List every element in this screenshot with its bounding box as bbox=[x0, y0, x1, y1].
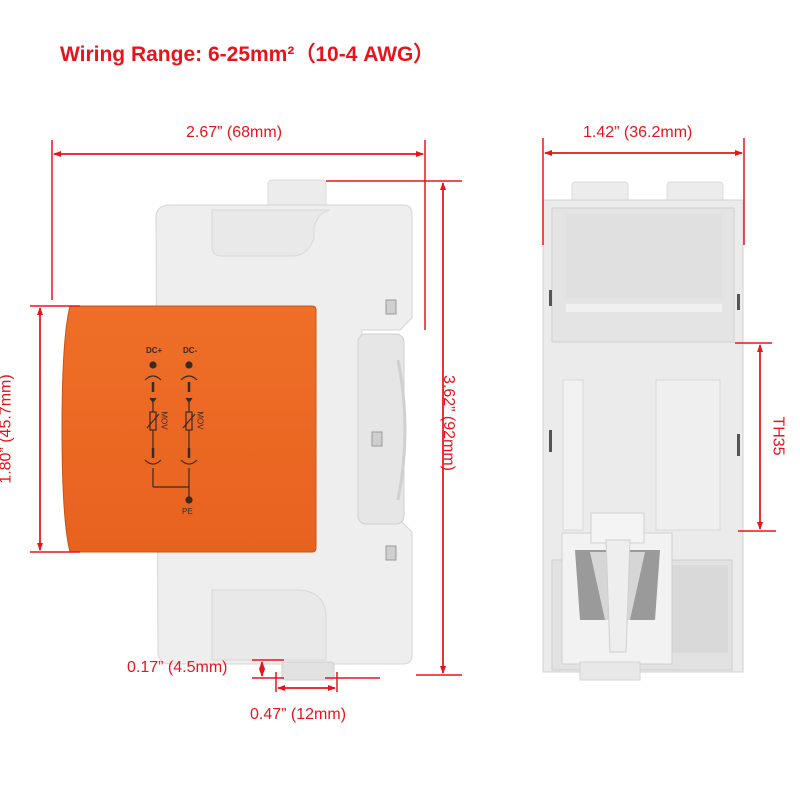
mov-right-label: MOV bbox=[195, 411, 205, 430]
front-view-dimensions bbox=[542, 138, 776, 532]
foot-width-label: 0.47” (12mm) bbox=[250, 706, 347, 723]
din-rail-label: TH35 bbox=[769, 416, 787, 456]
foot-height-label: 0.17” (4.5mm) bbox=[127, 659, 228, 676]
terminal-dc-plus-label: DC+ bbox=[146, 346, 163, 355]
side-width-label: 2.67” (68mm) bbox=[186, 124, 283, 141]
wiring-range-title: Wiring Range: 6-25mm²（10-4 AWG） bbox=[60, 43, 435, 66]
circuit-schematic bbox=[144, 361, 198, 504]
front-view-housing bbox=[542, 181, 744, 681]
mov-left-label: MOV bbox=[159, 411, 169, 430]
orange-cover bbox=[61, 305, 317, 553]
terminal-dc-minus-label: DC- bbox=[183, 346, 198, 355]
front-width-label: 1.42” (36.2mm) bbox=[583, 124, 693, 141]
side-height-label: 3.62” (92mm) bbox=[440, 374, 458, 472]
ground-pe-label: PE bbox=[182, 507, 193, 516]
cover-height-label: 1.80” (45.7mm) bbox=[0, 374, 15, 484]
side-view-dimensions bbox=[30, 140, 462, 692]
